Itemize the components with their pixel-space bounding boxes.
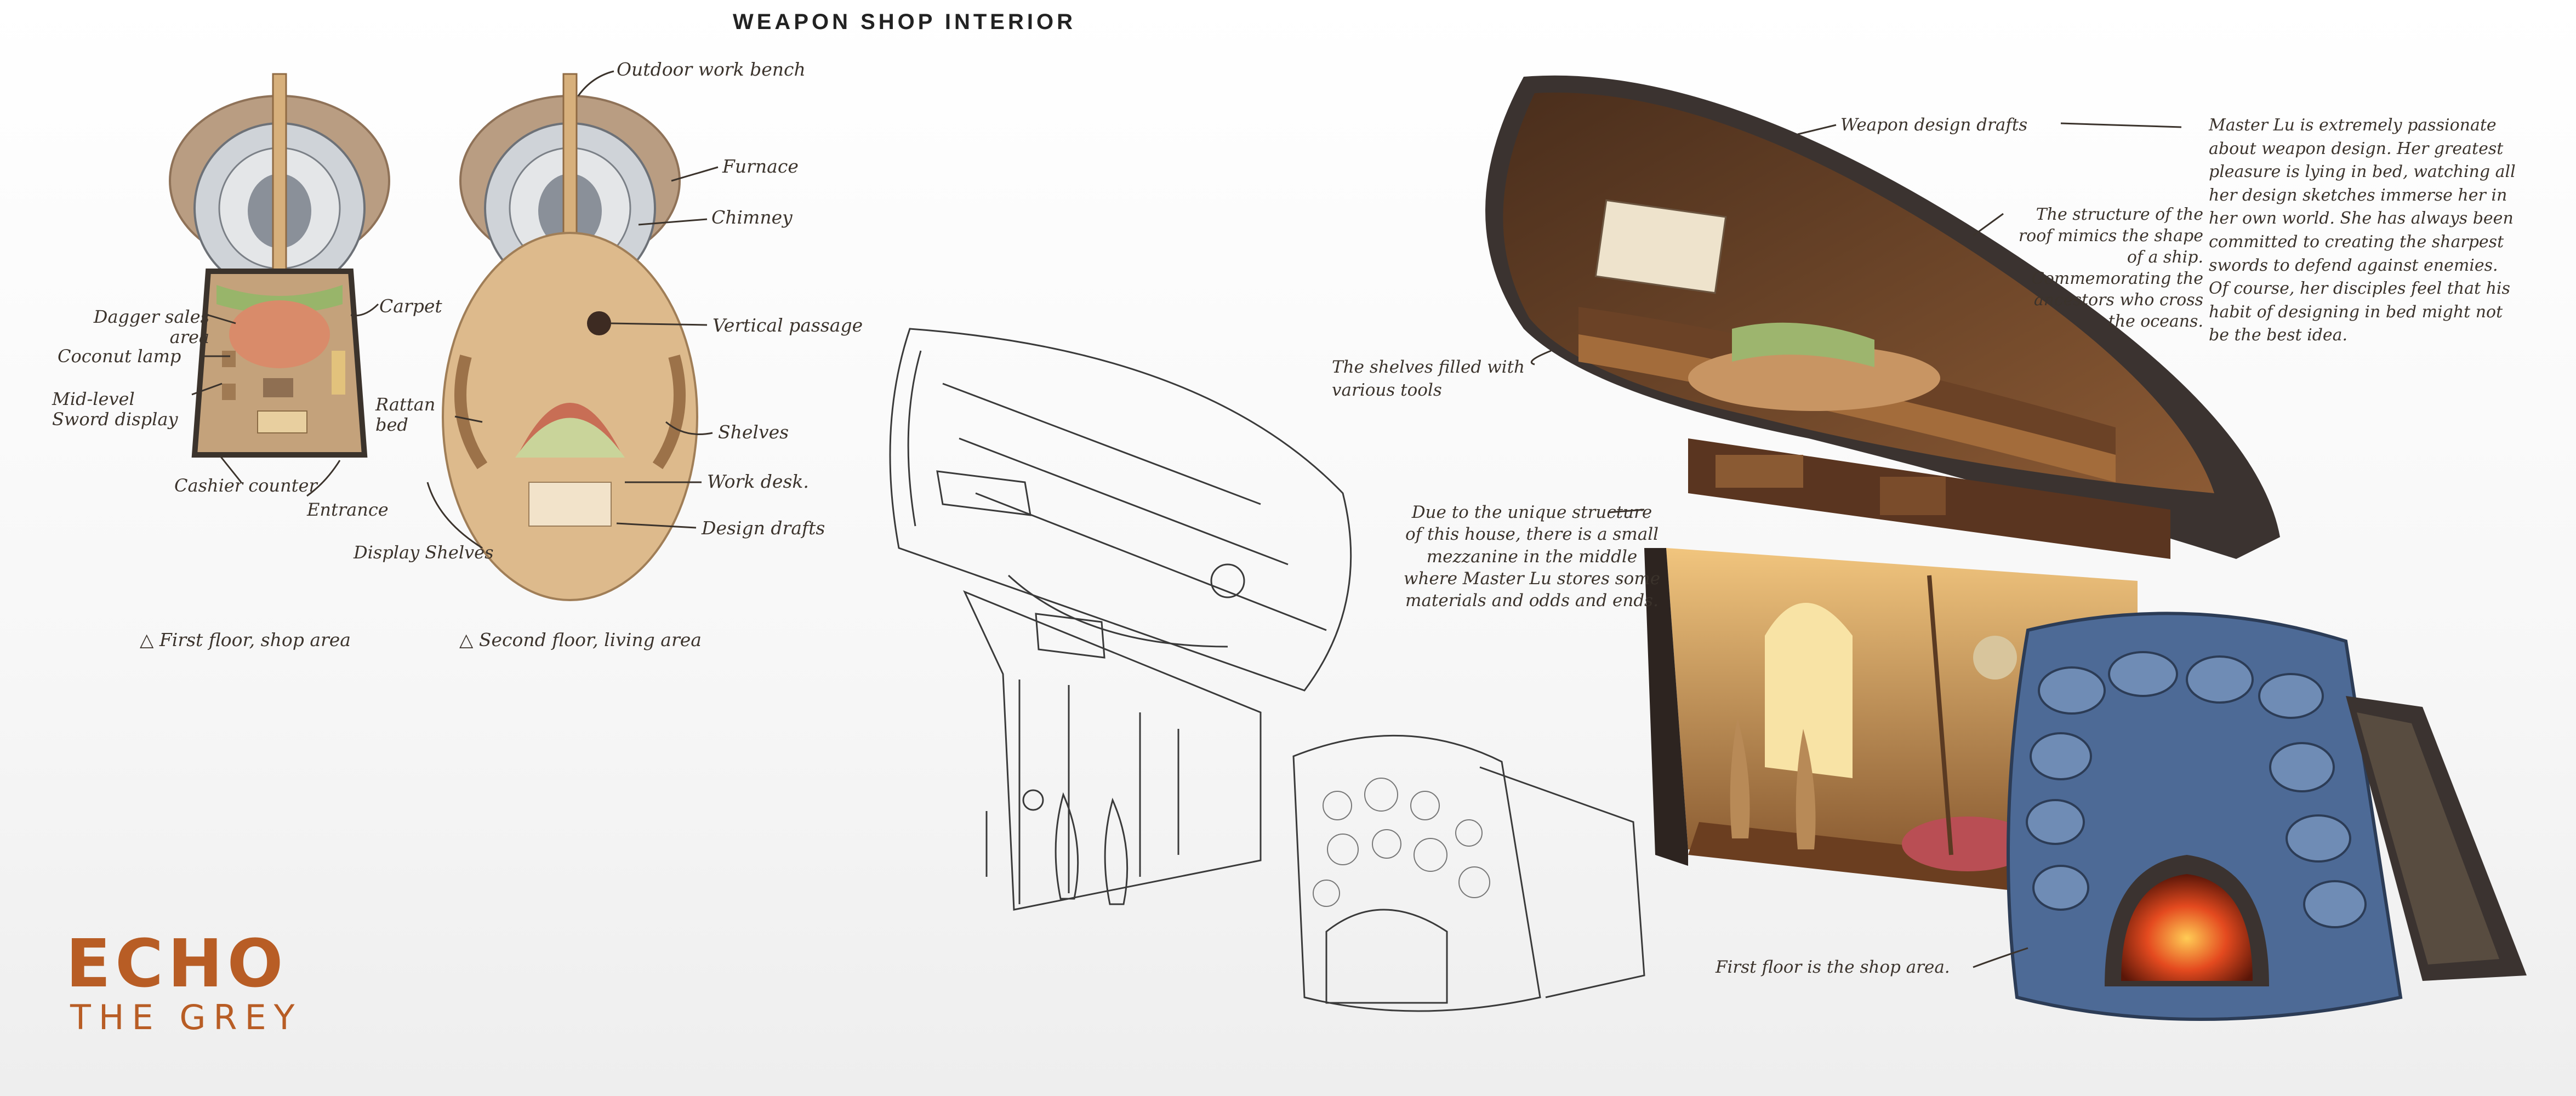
note-shelves-filled: The shelves filled with various tools xyxy=(1332,357,1525,400)
logo-echo: ECHO xyxy=(66,926,288,1002)
label-chimney: Chimney xyxy=(711,207,793,228)
label-display-shelves: Display Shelves xyxy=(354,542,494,563)
page-title: WEAPON SHOP INTERIOR xyxy=(733,10,1076,34)
label-furnace: Furnace xyxy=(722,156,799,177)
label-vertical-passage: Vertical passage xyxy=(713,315,863,336)
label-work-desk: Work desk. xyxy=(707,471,809,492)
label-shelves: Shelves xyxy=(718,421,789,443)
note-mezzanine: Due to the unique structure of this hous… xyxy=(1403,503,1661,611)
label-cashier-counter: Cashier counter xyxy=(174,475,317,496)
label-coconut-lamp: Coconut lamp xyxy=(58,346,181,367)
note-master-lu: Master Lu is extremely passionate about … xyxy=(2209,116,2516,345)
note-weapon-design-drafts: Weapon design drafts xyxy=(1840,115,2028,135)
second-floor-plan xyxy=(442,73,698,601)
label-mid-level-sword-display: Mid-level Sword display xyxy=(52,389,178,430)
label-outdoor-work-bench: Outdoor work bench xyxy=(617,59,806,80)
logo-the-grey: THE GREY xyxy=(70,997,303,1037)
label-rattan-bed: Rattan bed xyxy=(375,394,436,435)
label-dagger-sales-area: Dagger sales area xyxy=(93,306,209,347)
label-design-drafts: Design drafts xyxy=(702,517,825,539)
first-floor-plan xyxy=(169,73,390,458)
label-entrance: Entrance xyxy=(307,499,389,520)
note-first-floor-shop: First floor is the shop area. xyxy=(1716,957,1950,977)
note-roof-structure: The structure of the roof mimics the sha… xyxy=(2018,205,2203,331)
caption-first-floor: △ First floor, shop area xyxy=(140,629,351,650)
label-carpet: Carpet xyxy=(379,295,442,317)
caption-second-floor: △ Second floor, living area xyxy=(459,629,702,650)
